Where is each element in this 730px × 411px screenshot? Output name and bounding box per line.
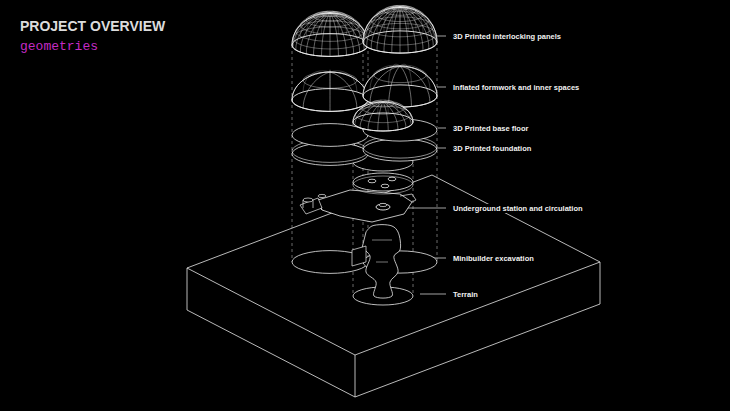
dome-parallel xyxy=(374,67,426,83)
dome-meridian xyxy=(314,11,330,34)
callout-label: 3D Printed base floor xyxy=(452,124,529,133)
base-floor xyxy=(292,124,368,147)
dome-meridian xyxy=(384,6,400,32)
callout-label: Underground station and circulation xyxy=(452,204,584,213)
dome-meridian xyxy=(400,5,401,31)
callout-label: Terrain xyxy=(452,290,479,299)
foundation-hole xyxy=(381,184,389,188)
dome-meridian xyxy=(330,13,367,43)
station-core xyxy=(379,203,387,206)
dome-meridian xyxy=(371,7,400,49)
dome-meridian xyxy=(400,6,416,32)
dome-meridian xyxy=(292,13,330,45)
dome-meridian xyxy=(400,66,437,96)
station-core xyxy=(376,204,390,210)
foundation-hole xyxy=(368,179,376,183)
callout-label: Inflated formwork and inner spaces xyxy=(452,83,580,92)
dome-base xyxy=(363,31,437,53)
station-shaft xyxy=(313,200,314,208)
dome-parallel xyxy=(322,11,339,16)
station-branch xyxy=(400,194,416,202)
dome-meridian xyxy=(363,66,400,96)
dome-meridian xyxy=(364,7,400,44)
station-shaft xyxy=(303,198,313,202)
dome-parallel xyxy=(303,72,357,88)
page-title: PROJECT OVERVIEW xyxy=(20,18,165,34)
callout-label: 3D Printed foundation xyxy=(452,144,532,153)
excavation-branch xyxy=(352,246,366,266)
callout-label: 3D Printed interlocking panels xyxy=(452,32,562,41)
dome-parallel xyxy=(371,12,429,29)
dome-meridian xyxy=(330,70,331,89)
foundation-hole xyxy=(388,177,396,181)
foundation-disc xyxy=(353,176,413,194)
dome-parallel xyxy=(392,5,408,10)
dome-meridian xyxy=(330,13,364,50)
subtitle: geometries xyxy=(20,39,98,54)
dome-meridian xyxy=(322,11,330,34)
terrain-slab xyxy=(187,175,600,397)
dome-parallel xyxy=(306,13,353,27)
dome-parallel xyxy=(362,101,404,114)
dome-parallel xyxy=(296,21,364,42)
station-shaft xyxy=(318,194,326,197)
dome-parallel xyxy=(314,11,347,21)
dome-meridian xyxy=(330,11,338,34)
geometry-parts xyxy=(292,5,437,305)
dome-parallel xyxy=(384,6,416,16)
foundation-disc xyxy=(353,173,413,191)
station-plate xyxy=(318,190,412,222)
foundation-ring xyxy=(363,139,437,161)
dome-parallel xyxy=(377,8,423,22)
dome-meridian xyxy=(400,7,429,49)
dome-meridian xyxy=(296,13,330,50)
dome-meridian xyxy=(293,13,330,43)
dome-base xyxy=(353,113,413,131)
dome-shell xyxy=(353,102,413,131)
dome-base xyxy=(292,34,368,57)
dome-parallel xyxy=(372,100,395,107)
dome-parallel xyxy=(300,16,359,34)
station-branch xyxy=(300,198,322,214)
dome-shell xyxy=(363,66,437,107)
dome-meridian xyxy=(400,66,430,103)
dome-meridian xyxy=(330,11,346,34)
dome-meridian xyxy=(330,72,357,108)
callout-label: Minibuilder excavation xyxy=(452,254,535,263)
excavation-volume xyxy=(362,225,401,298)
station-shaft xyxy=(303,200,304,208)
excavation-detail xyxy=(376,262,388,263)
dome-base xyxy=(292,89,368,112)
excavation-detail xyxy=(372,240,392,241)
dome-meridian xyxy=(370,66,400,103)
dome-meridian xyxy=(330,11,331,34)
